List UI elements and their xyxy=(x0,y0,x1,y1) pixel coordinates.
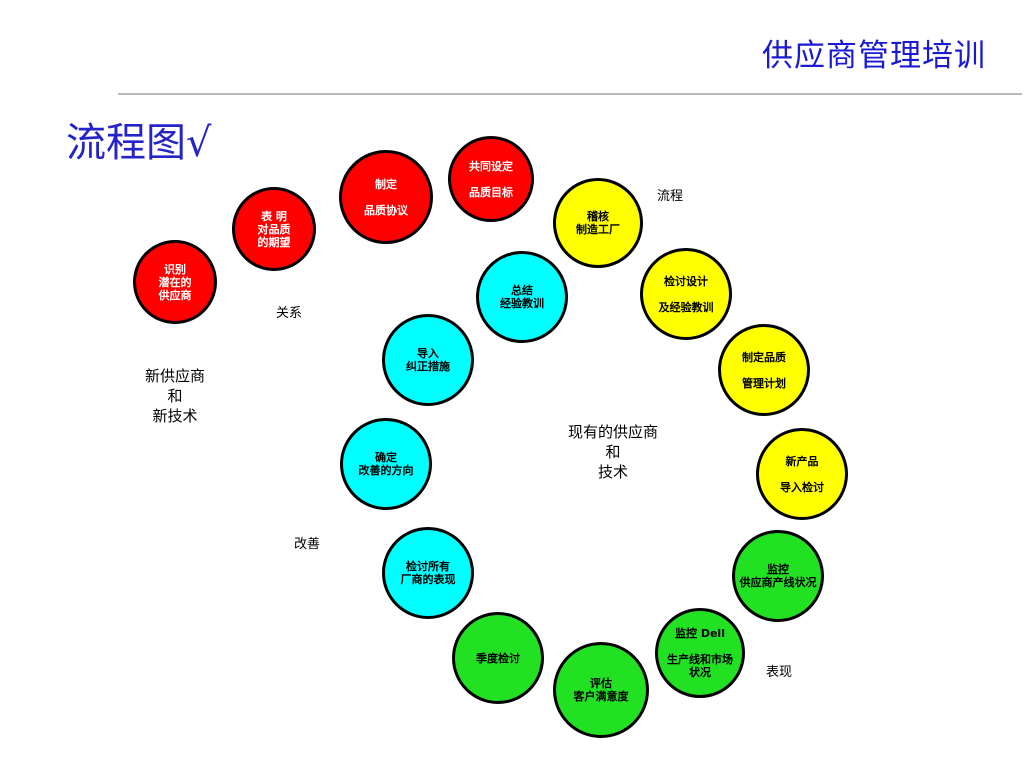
node-monitor-dell-line: 监控 Dell 生产线和市场 状况 xyxy=(655,608,745,698)
node-label: 检讨设计 及经验教训 xyxy=(658,274,714,314)
header-title: 供应商管理培训 xyxy=(762,38,986,74)
label-existing-supplier-technology: 现有的供应商 和 技术 xyxy=(567,423,658,481)
node-label: 总结 经验教训 xyxy=(500,284,544,310)
node-label: 监控 Dell 生产线和市场 状况 xyxy=(667,627,733,679)
node-label: 导入 纠正措施 xyxy=(406,347,450,373)
node-define-improvement-direction: 确定 改善的方向 xyxy=(340,418,432,510)
node-new-product-review: 新产品 导入检讨 xyxy=(756,428,848,520)
node-label: 识别 潜在的 供应商 xyxy=(158,262,192,302)
node-monitor-supplier-line: 监控 供应商产线状况 xyxy=(732,530,824,622)
node-state-quality-expectation: 表 明 对品质 的期望 xyxy=(232,187,316,271)
node-define-quality-agreement: 制定 品质协议 xyxy=(339,150,433,244)
node-review-design-lessons: 检讨设计 及经验教训 xyxy=(640,248,732,340)
node-review-all-suppliers: 检讨所有 厂商的表现 xyxy=(382,527,474,619)
node-summarize-lessons: 总结 经验教训 xyxy=(476,251,568,343)
node-label: 制定 品质协议 xyxy=(364,177,408,217)
node-label: 确定 改善的方向 xyxy=(358,451,414,477)
node-label: 新产品 导入检讨 xyxy=(780,454,824,494)
node-label: 稽核 制造工厂 xyxy=(576,210,620,236)
node-label: 评估 客户满意度 xyxy=(573,677,629,703)
label-improvement: 改善 xyxy=(294,537,321,552)
node-label: 表 明 对品质 的期望 xyxy=(257,209,291,249)
node-label: 季度检讨 xyxy=(476,651,520,665)
label-process: 流程 xyxy=(657,189,684,204)
node-quarterly-review: 季度检讨 xyxy=(452,612,544,704)
header-divider xyxy=(118,93,1022,95)
label-new-supplier-technology: 新供应商 和 新技术 xyxy=(144,367,205,425)
node-identify-potential-supplier: 识别 潜在的 供应商 xyxy=(133,240,217,324)
node-set-quality-goals: 共同设定 品质目标 xyxy=(448,136,534,222)
label-relationship: 关系 xyxy=(276,306,303,321)
node-label: 监控 供应商产线状况 xyxy=(739,563,817,589)
node-label: 制定品质 管理计划 xyxy=(742,350,786,390)
node-label: 检讨所有 厂商的表现 xyxy=(400,560,456,586)
node-label: 共同设定 品质目标 xyxy=(469,159,513,199)
slide-title: 流程图√ xyxy=(66,120,212,166)
node-introduce-corrective-action: 导入 纠正措施 xyxy=(382,314,474,406)
node-evaluate-customer-satisfaction: 评估 客户满意度 xyxy=(553,642,649,738)
label-performance: 表现 xyxy=(766,665,793,680)
node-audit-factory: 稽核 制造工厂 xyxy=(553,178,643,268)
node-define-quality-plan: 制定品质 管理计划 xyxy=(718,324,810,416)
